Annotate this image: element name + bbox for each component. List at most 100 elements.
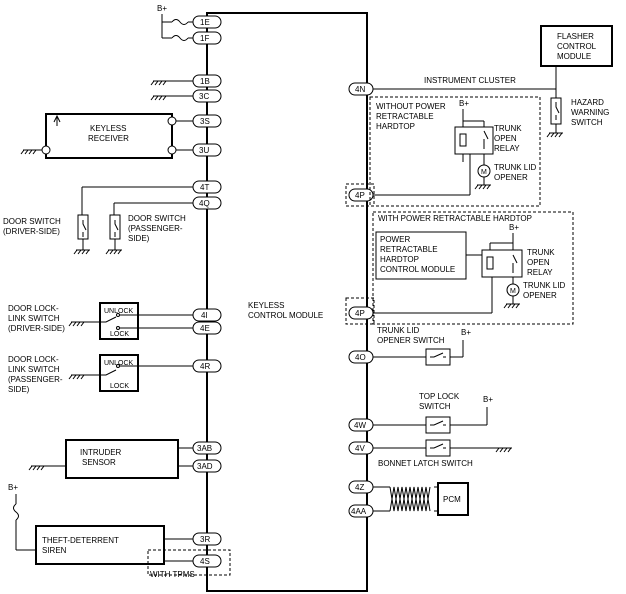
intruder-sensor-box [65, 439, 179, 479]
ground-intruder [28, 465, 46, 471]
ground-door-driver [73, 249, 91, 255]
trunk-relay-without-label-1: TRUNK [494, 124, 522, 133]
svg-text:1F: 1F [200, 34, 209, 43]
trunk-relay-without-label-2: OPEN [494, 134, 517, 143]
door-switch-passenger-label-2: (PASSENGER- [128, 224, 183, 233]
bonnet-latch-switch-icon [425, 439, 451, 457]
trunk-opener-with-label-2: OPENER [523, 291, 557, 300]
module-label-line1: KEYLESS [248, 301, 284, 310]
hardtop-module-box [375, 231, 467, 280]
pin-4P-a: 4P [348, 188, 374, 202]
hardtop-module-label-4: CONTROL MODULE [380, 265, 455, 274]
svg-text:4E: 4E [200, 324, 210, 333]
ground-1b [150, 80, 168, 86]
svg-text:4P: 4P [355, 191, 365, 200]
pin-4AA: 4AA [348, 504, 374, 518]
without-hardtop-dashed-box [369, 96, 541, 207]
svg-text:1B: 1B [200, 77, 210, 86]
pin-3AD: 3AD [192, 459, 222, 473]
pin-4P-b: 4P [348, 306, 374, 320]
door-switch-passenger-label-1: DOOR SWITCH [128, 214, 186, 223]
with-tpms-dashed-box [147, 549, 231, 576]
instrument-cluster-label: INSTRUMENT CLUSTER [424, 76, 516, 85]
pin-4I: 4I [192, 308, 222, 322]
pin-4Q: 4Q [192, 196, 222, 210]
svg-text:M: M [510, 288, 516, 295]
keyless-receiver-box [45, 113, 173, 159]
pin-4R: 4R [192, 359, 222, 373]
trunk-opener-switch-label-1: TRUNK LID [377, 326, 419, 335]
bplus-top-lock-label: B+ [483, 395, 493, 404]
pcm-box [437, 482, 469, 516]
svg-text:4N: 4N [355, 85, 365, 94]
svg-text:4V: 4V [355, 444, 365, 453]
lock-link-driver-label-2: LINK SWITCH [8, 314, 60, 323]
theft-siren-label-1: THEFT-DETERRENT [42, 536, 119, 545]
bonnet-latch-label: BONNET LATCH SWITCH [378, 459, 473, 468]
hazard-label-2: WARNING [571, 108, 609, 117]
bplus-without-label: B+ [459, 99, 469, 108]
svg-text:M: M [481, 169, 487, 176]
hardtop-module-label-2: RETRACTABLE [380, 245, 438, 254]
trunk-opener-with-label-1: TRUNK LID [523, 281, 565, 290]
lock-link-driver-box [99, 302, 139, 340]
svg-text:3AD: 3AD [197, 462, 213, 471]
top-lock-switch-label-1: TOP LOCK [419, 392, 460, 401]
trunk-relay-without-icon [454, 126, 494, 155]
top-lock-switch-icon [425, 416, 451, 434]
pin-3C: 3C [192, 89, 222, 103]
antenna-icon [53, 114, 61, 126]
keyless-receiver-label-1: KEYLESS [90, 124, 126, 133]
hardtop-module-label-3: HARDTOP [380, 255, 419, 264]
hardtop-module-label-1: POWER [380, 235, 410, 244]
bplus-top-label: B+ [157, 4, 167, 13]
with-hardtop-dashed-box [372, 211, 574, 325]
lock-link-driver-unlock: UNLOCK [104, 308, 134, 315]
pin-3S: 3S [192, 114, 222, 128]
pin-4S: 4S [192, 554, 222, 568]
theft-siren-label-2: SIREN [42, 546, 67, 555]
flasher-label-3: MODULE [557, 52, 591, 61]
svg-text:3U: 3U [199, 146, 209, 155]
with-tpms-label: WITH TPMS [150, 570, 195, 579]
door-switch-driver-label-2: (DRIVER-SIDE) [3, 227, 60, 236]
svg-text:3AB: 3AB [197, 444, 212, 453]
svg-text:3R: 3R [200, 535, 210, 544]
door-switch-driver-label-1: DOOR SWITCH [3, 217, 61, 226]
svg-text:4S: 4S [200, 557, 210, 566]
svg-text:4Q: 4Q [199, 199, 210, 208]
top-lock-switch-label-2: SWITCH [419, 402, 451, 411]
pin-4Z: 4Z [348, 480, 374, 494]
trunk-relay-with-label-1: TRUNK [527, 248, 555, 257]
svg-text:4T: 4T [200, 183, 209, 192]
flasher-module-box [540, 25, 613, 67]
pin-4V: 4V [348, 441, 374, 455]
trunk-relay-with-icon [481, 249, 523, 278]
ground-opener-with [503, 303, 521, 309]
pin-3R: 3R [192, 532, 222, 546]
lock-link-passenger-label-1: DOOR LOCK- [8, 355, 59, 364]
lock-link-passenger-label-3: (PASSENGER- [8, 375, 63, 384]
intruder-sensor-label-1: INTRUDER [80, 448, 122, 457]
lock-link-passenger-unlock: UNLOCK [104, 360, 134, 367]
svg-text:4AA: 4AA [351, 507, 367, 516]
trunk-relay-without-label-3: RELAY [494, 144, 520, 153]
trunk-relay-with-label-3: RELAY [527, 268, 553, 277]
lock-link-driver-label-3: (DRIVER-SIDE) [8, 324, 65, 333]
svg-text:4O: 4O [355, 353, 366, 362]
svg-text:4R: 4R [200, 362, 210, 371]
svg-text:4I: 4I [201, 311, 208, 320]
pin-4T: 4T [192, 180, 222, 194]
lock-link-passenger-box [99, 354, 139, 392]
lock-link-passenger-label-2: LINK SWITCH [8, 365, 60, 374]
pin-1E: 1E [192, 15, 222, 29]
flasher-label-2: CONTROL [557, 42, 597, 51]
ground-bonnet [495, 447, 513, 453]
pin-4O: 4O [348, 350, 374, 364]
hazard-label-1: HAZARD [571, 98, 604, 107]
svg-text:1E: 1E [200, 18, 210, 27]
keyless-receiver-label-2: RECEIVER [88, 134, 129, 143]
ground-lock-passenger [68, 374, 86, 380]
trunk-opener-switch-label-2: OPENER SWITCH [377, 336, 445, 345]
trunk-relay-with-label-2: OPEN [527, 258, 550, 267]
